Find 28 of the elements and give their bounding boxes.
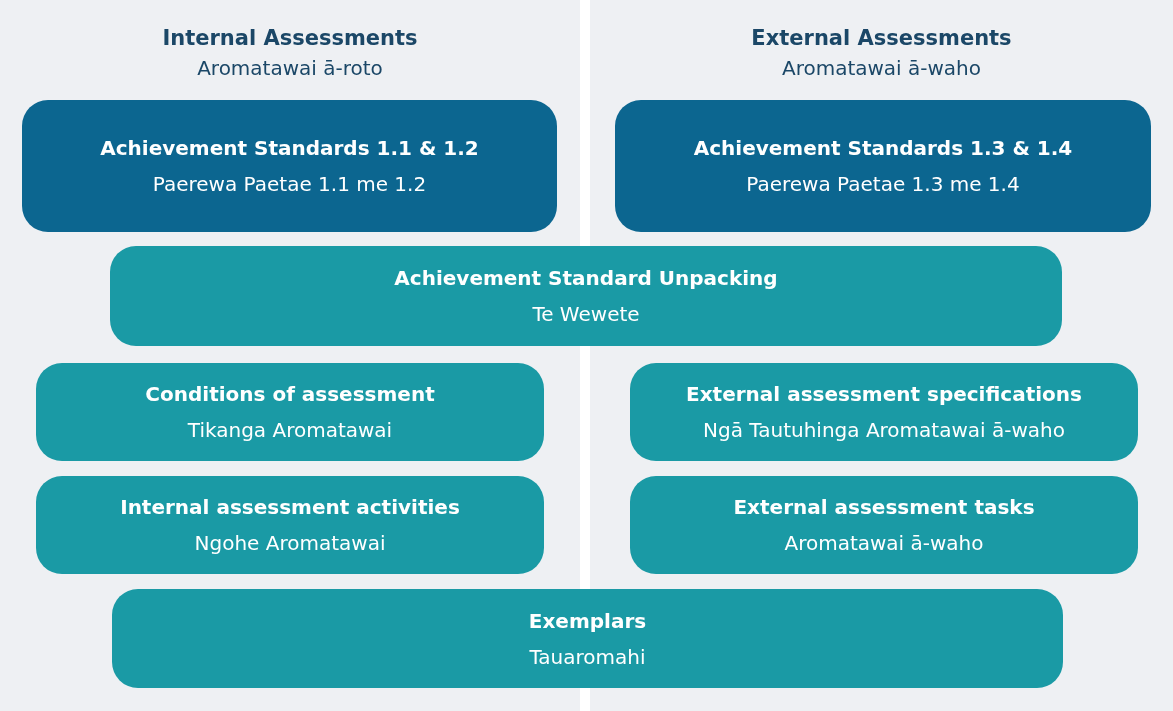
standard-card [110, 246, 1062, 346]
column-heading: Internal Assessments [162, 26, 418, 50]
standard-card [630, 476, 1138, 574]
standard-card [36, 476, 544, 574]
standard-card [112, 589, 1063, 688]
card-title: Exemplars [528, 608, 647, 633]
standard-card [36, 363, 544, 461]
card-title: Achievement Standards 1.1 & 1.2 [100, 136, 479, 160]
card-subtitle: Ngohe Aromatawai [194, 531, 386, 555]
card-title: Achievement Standards 1.3 & 1.4 [693, 136, 1073, 160]
card-subtitle: Paerewa Paetae 1.1 me 1.2 [152, 172, 427, 196]
card-title: Conditions of assessment [145, 382, 435, 406]
column-heading: External Assessments [751, 26, 1012, 50]
card-title: Achievement Standard Unpacking [394, 266, 778, 290]
card-subtitle: Aromatawai ā-waho [784, 531, 984, 555]
card-title: External assessment tasks [733, 495, 1035, 519]
card-subtitle: Paerewa Paetae 1.3 me 1.4 [746, 172, 1020, 196]
card-title: External assessment specifications [686, 382, 1082, 406]
standard-card [630, 363, 1138, 461]
column-subheading: Aromatawai ā-waho [781, 56, 982, 80]
card-subtitle: Ngā Tautuhinga Aromatawai ā-waho [703, 418, 1065, 442]
standard-card [615, 100, 1151, 232]
card-subtitle: Te Wewete [532, 302, 640, 326]
card-title: Internal assessment activities [120, 495, 460, 519]
card-subtitle: Tauaromahi [529, 644, 646, 669]
column-subheading: Aromatawai ā-roto [197, 56, 383, 80]
standard-card [22, 100, 557, 232]
card-subtitle: Tikanga Aromatawai [187, 418, 393, 442]
